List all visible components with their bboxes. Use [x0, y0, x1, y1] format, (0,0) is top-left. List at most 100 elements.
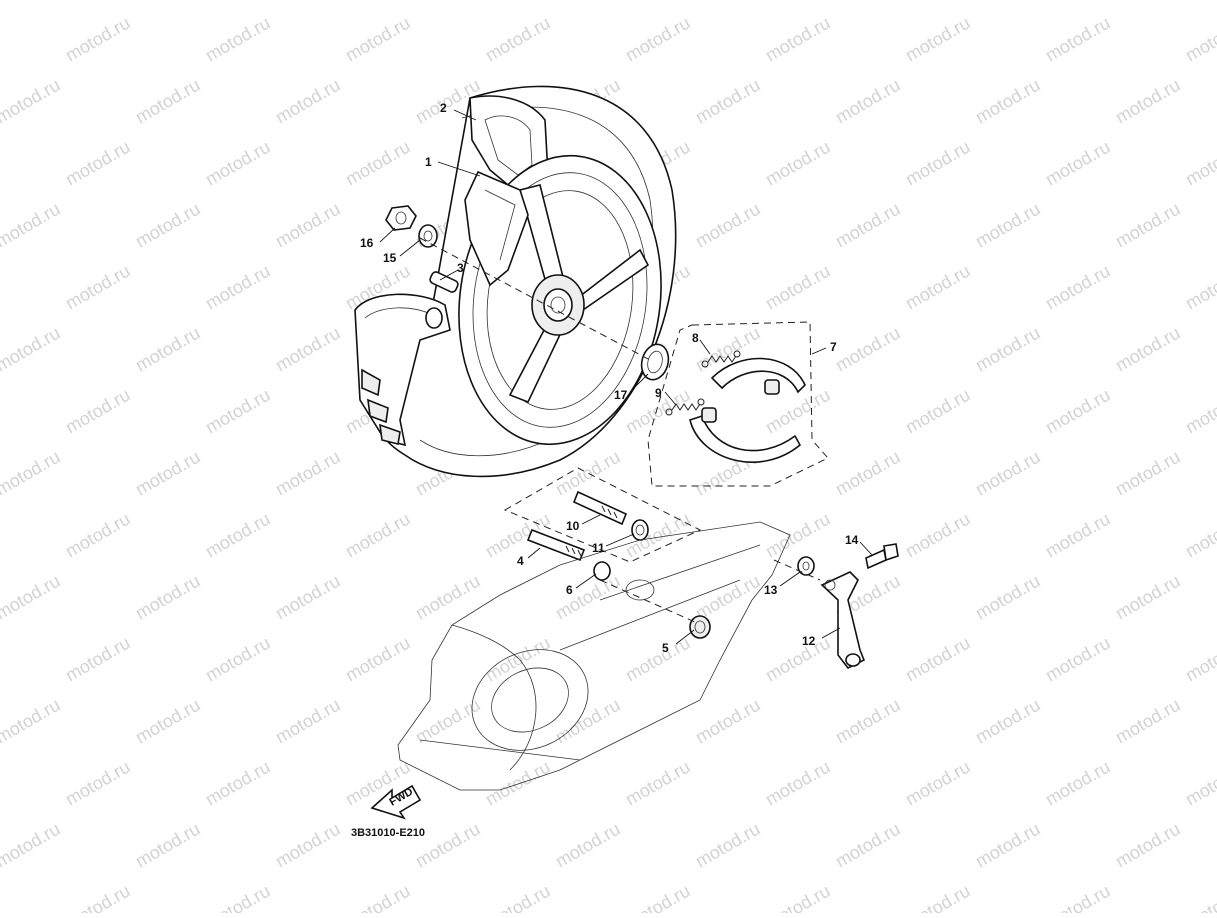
watermark-text: motod.ru [0, 323, 64, 376]
watermark-text: motod.ru [62, 137, 134, 190]
watermark-text: motod.ru [1042, 633, 1114, 686]
watermark-text: motod.ru [902, 137, 974, 190]
watermark-text: motod.ru [62, 13, 134, 66]
watermark-text: motod.ru [272, 0, 344, 3]
shaft-part-10 [572, 490, 628, 526]
watermark-text: motod.ru [342, 509, 414, 562]
watermark-text: motod.ru [272, 695, 344, 748]
watermark-text: motod.ru [202, 509, 274, 562]
watermark-text: motod.ru [552, 0, 624, 3]
watermark-text: motod.ru [1112, 323, 1184, 376]
watermark-text: motod.ru [832, 447, 904, 500]
watermark-text: motod.ru [1182, 13, 1217, 66]
watermark-text: motod.ru [552, 571, 624, 624]
callout-12: 12 [802, 634, 816, 648]
watermark-text: motod.ru [482, 13, 554, 66]
watermark-text: motod.ru [202, 633, 274, 686]
callout-1: 1 [425, 155, 432, 169]
watermark-text: motod.ru [132, 447, 204, 500]
watermark-text: motod.ru [0, 199, 64, 252]
watermark-text: motod.ru [132, 199, 204, 252]
callout-10: 10 [566, 519, 580, 533]
callout-7: 7 [830, 340, 837, 354]
watermark-text: motod.ru [1112, 199, 1184, 252]
watermark-text: motod.ru [692, 571, 764, 624]
watermark-text: motod.ru [1112, 819, 1184, 872]
oil-seal-part-17 [640, 343, 670, 381]
watermark-text: motod.ru [622, 13, 694, 66]
watermark-text: motod.ru [832, 323, 904, 376]
watermark-text: motod.ru [1042, 137, 1114, 190]
watermark-text: motod.ru [202, 13, 274, 66]
watermark-text: motod.ru [762, 261, 834, 314]
watermark-text: motod.ru [62, 757, 134, 810]
callout-6: 6 [566, 583, 573, 597]
watermark-text: motod.ru [132, 0, 204, 3]
callout-14: 14 [845, 533, 859, 547]
watermark-text: motod.ru [762, 881, 834, 913]
watermark-text: motod.ru [622, 757, 694, 810]
watermark-text: motod.ru [762, 13, 834, 66]
leader-lines [379, 109, 873, 645]
watermark-text: motod.ru [1182, 385, 1217, 438]
brake-shoe-part-7 [689, 357, 806, 463]
inner-fender-part-1 [464, 170, 529, 287]
watermark-text: motod.ru [552, 695, 624, 748]
nut-part-16 [385, 205, 417, 231]
watermark-text: motod.ru [482, 881, 554, 913]
watermark-text: motod.ru [762, 137, 834, 190]
callout-16: 16 [360, 236, 374, 250]
spring-part-9 [665, 398, 705, 416]
watermark-text: motod.ru [692, 199, 764, 252]
watermark-text: motod.ru [622, 881, 694, 913]
watermark-text: motod.ru [972, 323, 1044, 376]
callout-13: 13 [764, 583, 778, 597]
brake-shoe-kit-outline [647, 321, 829, 487]
watermark-text: motod.ru [272, 323, 344, 376]
watermark-text: motod.ru [1112, 695, 1184, 748]
watermark-text: motod.ru [1042, 13, 1114, 66]
camshaft-part-4 [526, 528, 586, 562]
watermark-text: motod.ru [692, 819, 764, 872]
watermark-text: motod.ru [832, 199, 904, 252]
watermark-text: motod.ru [762, 633, 834, 686]
washer-part-15 [418, 224, 438, 248]
watermark-text: motod.ru [902, 13, 974, 66]
watermark-text: motod.ru [902, 261, 974, 314]
watermark-text: motod.ru [62, 261, 134, 314]
camshaft-leader-box [503, 467, 702, 563]
watermark-text: motod.ru [0, 571, 64, 624]
callout-2: 2 [440, 101, 447, 115]
watermark-text: motod.ru [1112, 75, 1184, 128]
watermark-text: motod.ru [1112, 571, 1184, 624]
watermark-text: motod.ru [972, 819, 1044, 872]
watermark-text: motod.ru [132, 323, 204, 376]
watermark-text: motod.ru [692, 0, 764, 3]
watermark-text: motod.ru [902, 385, 974, 438]
watermark-text: motod.ru [412, 571, 484, 624]
callout-17: 17 [614, 388, 628, 402]
callout-11: 11 [592, 541, 605, 555]
watermark-text: motod.ru [412, 0, 484, 3]
watermark-text: motod.ru [972, 0, 1044, 3]
watermark-text: motod.ru [972, 571, 1044, 624]
transmission-case [397, 521, 791, 791]
watermark-text: motod.ru [342, 633, 414, 686]
watermark-text: motod.ru [1042, 385, 1114, 438]
watermark-text: motod.ru [902, 881, 974, 913]
callout-8: 8 [692, 331, 699, 345]
watermark-text: motod.ru [132, 819, 204, 872]
watermark-text: motod.ru [972, 447, 1044, 500]
watermark-text: motod.ru [272, 819, 344, 872]
watermark-text: motod.ru [1182, 509, 1217, 562]
watermark-text: motod.ru [1042, 881, 1114, 913]
watermark-text: motod.ru [132, 75, 204, 128]
watermark-text: motod.ru [482, 757, 554, 810]
watermark-text: motod.ru [972, 695, 1044, 748]
watermark-text: motod.ru [202, 757, 274, 810]
watermark-text: motod.ru [1042, 509, 1114, 562]
watermark-text: motod.ru [272, 571, 344, 624]
watermark-text: motod.ru [902, 757, 974, 810]
watermark-text: motod.ru [1182, 633, 1217, 686]
